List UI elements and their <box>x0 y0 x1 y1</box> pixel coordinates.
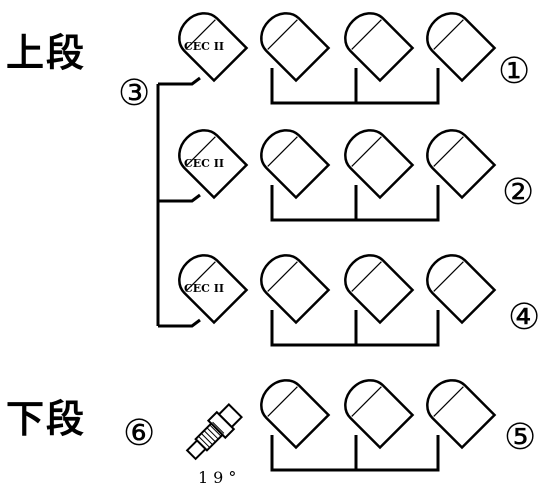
cec-label: CEC II <box>184 282 224 295</box>
connector-icon <box>185 403 243 461</box>
lamp-head <box>426 379 497 450</box>
wiring-bus <box>156 68 440 472</box>
cec-unit: CEC II <box>178 12 249 83</box>
fixture-units: CEC II CEC II CEC II <box>178 12 497 450</box>
lamp-head <box>344 254 415 325</box>
cec-unit: CEC II <box>178 129 249 200</box>
lamp-head <box>426 12 497 83</box>
fixture-row <box>260 129 497 200</box>
marker-2: ② <box>502 172 535 213</box>
marker-4: ④ <box>508 297 541 338</box>
lamp-head <box>426 129 497 200</box>
cec-unit: CEC II <box>178 254 249 325</box>
fixture-row <box>260 12 497 83</box>
cec-label: CEC II <box>184 157 224 170</box>
fixture-row <box>260 254 497 325</box>
marker-6: ⑥ <box>123 413 156 454</box>
lamp-bracket <box>270 185 440 222</box>
label-upper-tier: 上段 <box>6 31 87 75</box>
bus-stub <box>158 193 201 203</box>
angle-label: 19° <box>198 468 242 487</box>
lamp-bracket <box>270 310 440 347</box>
lamp-head <box>260 254 331 325</box>
marker-5: ⑤ <box>504 417 537 458</box>
marker-1: ① <box>498 51 531 92</box>
lamp-head <box>426 254 497 325</box>
lamp-head <box>344 379 415 450</box>
bus-stub <box>158 318 201 328</box>
label-lower-tier: 下段 <box>6 397 87 441</box>
lamp-head <box>344 129 415 200</box>
lamp-bracket <box>270 68 440 105</box>
marker-3: ③ <box>118 73 151 114</box>
lamp-head <box>260 129 331 200</box>
lamp-head <box>344 12 415 83</box>
cec-label: CEC II <box>184 40 224 53</box>
lamp-head <box>260 379 331 450</box>
lamp-head <box>260 12 331 83</box>
fixture-row <box>260 379 497 450</box>
lamp-bracket <box>270 435 440 472</box>
